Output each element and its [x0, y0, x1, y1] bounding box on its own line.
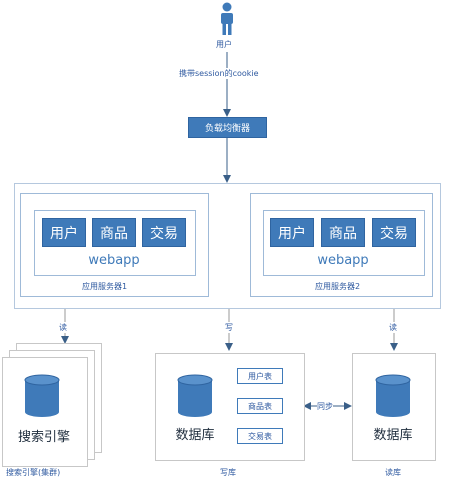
webapp-label-2: webapp	[317, 253, 369, 268]
app-server-label-2: 应用服务器2	[315, 282, 361, 291]
write-db-label: 数据库	[175, 428, 215, 443]
table-users: 用户表	[237, 368, 283, 384]
write-label: 写	[225, 322, 233, 333]
search-caption: 搜索引擎(集群)	[6, 468, 61, 477]
read-label-left: 读	[59, 322, 67, 333]
edge-cookie-label: 携带session的cookie	[179, 68, 259, 79]
table-products: 商品表	[237, 398, 283, 414]
sync-label: 同步	[317, 401, 333, 412]
write-db-icon	[177, 374, 213, 417]
write-db-caption: 写库	[220, 468, 236, 477]
read-label-right: 读	[389, 322, 397, 333]
user-label: 用户	[216, 40, 232, 49]
search-label: 搜索引擎	[17, 430, 70, 445]
app-server-label-1: 应用服务器1	[82, 282, 128, 291]
search-db-icon	[24, 374, 60, 417]
table-trades: 交易表	[237, 428, 283, 444]
webapp-label-1: webapp	[88, 253, 140, 268]
module-trade-2: 交易	[372, 218, 416, 247]
module-product-2: 商品	[321, 218, 365, 247]
read-db-label: 数据库	[373, 428, 413, 443]
load-balancer: 负载均衡器	[188, 117, 267, 138]
read-db-caption: 读库	[385, 468, 401, 477]
read-db-icon	[375, 374, 411, 417]
module-product-1: 商品	[92, 218, 136, 247]
module-user-2: 用户	[270, 218, 314, 247]
user-icon	[221, 2, 233, 35]
module-trade-1: 交易	[142, 218, 186, 247]
module-user-1: 用户	[42, 218, 86, 247]
